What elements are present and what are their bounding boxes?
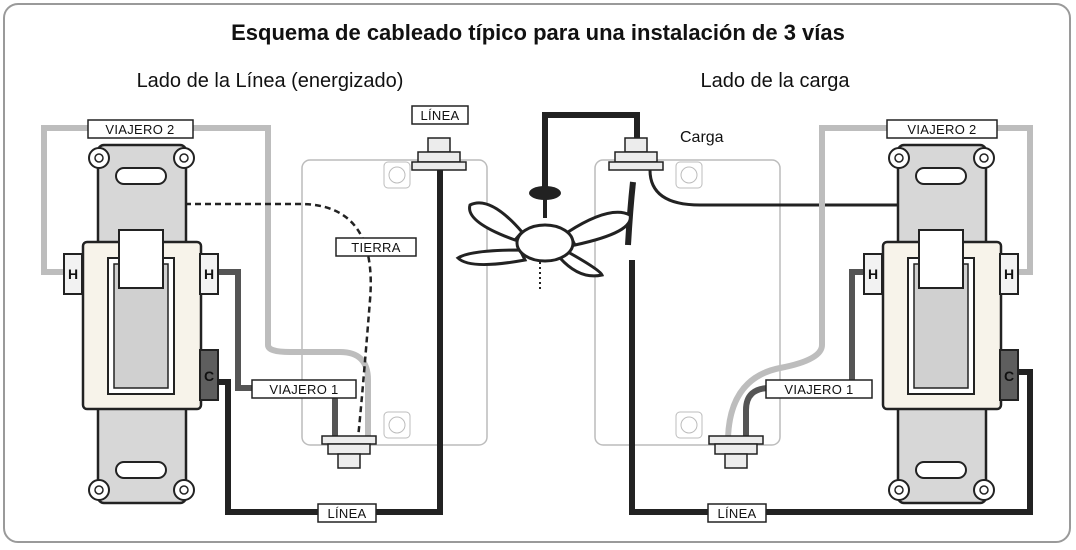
wire-viajero2-right xyxy=(725,125,1033,439)
right-junction-box xyxy=(594,159,781,446)
right-terminal-h1 xyxy=(863,253,883,295)
left-terminal-h1 xyxy=(63,253,83,295)
left-heading: Lado de la Línea (energizado) xyxy=(137,70,404,92)
tag-viajero2-left-box xyxy=(87,119,194,139)
wire-carga xyxy=(625,181,636,246)
tag-viajero2-left: VIAJERO 2 xyxy=(105,122,174,137)
wire-linea-left-bottom xyxy=(216,165,443,515)
right-terminal-h1-label: H xyxy=(868,266,878,282)
tag-viajero1-left: VIAJERO 1 xyxy=(269,382,338,397)
right-box-screw-bottom xyxy=(675,411,703,439)
left-box-screw-top xyxy=(383,161,411,189)
tag-linea-bottom-right-box xyxy=(707,503,767,523)
right-heading: Lado de la carga xyxy=(700,70,850,92)
right-terminal-c-label: C xyxy=(1004,368,1014,384)
left-box-screw-bottom xyxy=(383,411,411,439)
wire-tierra xyxy=(185,202,372,439)
tag-viajero2-right: VIAJERO 2 xyxy=(907,122,976,137)
left-terminal-c-label: C xyxy=(204,368,214,384)
right-box-screw-top xyxy=(675,161,703,189)
wire-connector-left-top xyxy=(411,137,467,171)
wire-linea-right-bottom xyxy=(629,260,1033,515)
tag-tierra-box xyxy=(335,237,417,257)
diagram-title: Esquema de cableado típico para una inst… xyxy=(231,20,845,45)
tag-viajero1-right: VIAJERO 1 xyxy=(784,382,853,397)
left-terminal-c xyxy=(199,349,219,401)
tag-linea-bottom-left: LÍNEA xyxy=(327,506,366,521)
tag-linea-bottom-left-box xyxy=(317,503,377,523)
right-terminal-c xyxy=(999,349,1019,401)
tag-viajero2-right-box xyxy=(886,119,998,139)
tag-linea-top: LÍNEA xyxy=(420,108,459,123)
left-terminal-h2-label: H xyxy=(204,266,214,282)
left-terminal-h2 xyxy=(199,253,219,295)
right-terminal-h2-label: H xyxy=(1004,266,1014,282)
tag-viajero1-left-box xyxy=(251,379,357,399)
ceiling-fan-icon xyxy=(455,186,632,290)
left-terminal-h1-label: H xyxy=(68,266,78,282)
wire-connector-left-bottom xyxy=(321,435,377,469)
left-switch xyxy=(81,143,203,505)
tag-viajero1-right-box xyxy=(765,379,873,399)
tag-tierra: TIERRA xyxy=(351,240,400,255)
tag-linea-top-box xyxy=(411,105,469,125)
tag-linea-bottom-right: LÍNEA xyxy=(717,506,756,521)
right-terminal-h2 xyxy=(999,253,1019,295)
wire-connector-right-top xyxy=(608,137,664,171)
label-carga: Carga xyxy=(680,129,724,146)
wire-carga-to-switch xyxy=(648,169,900,207)
right-switch xyxy=(881,143,1003,505)
left-junction-box xyxy=(301,159,488,446)
wire-connector-right-bottom xyxy=(708,435,764,469)
wire-viajero2-left xyxy=(41,125,371,438)
